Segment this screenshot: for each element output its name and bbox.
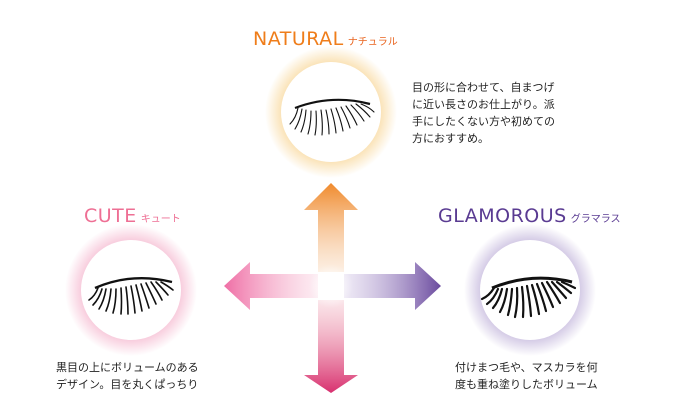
cute-eye-icon	[88, 275, 174, 315]
natural-eye-circle	[281, 62, 381, 162]
glamorous-subtitle: グラマラス	[570, 214, 621, 225]
glamorous-eye-circle	[480, 240, 580, 340]
natural-eye-icon	[289, 95, 375, 136]
cute-description: 黒目の上にボリュームのある デザイン。目を丸くぱっちり	[56, 361, 199, 391]
arrow-up	[304, 183, 358, 272]
glamorous-eye-icon	[480, 275, 577, 319]
four-way-arrow	[224, 183, 441, 393]
cute-title: CUTE	[84, 205, 137, 227]
glamorous-description: 付けまつ毛や、マスカラを何 度も重ね塗りしたボリューム	[455, 361, 598, 391]
natural-description: 目の形に合わせて、自まつげ に近い長さのお仕上がり。派 手にしたくない方や初めて…	[412, 81, 555, 145]
arrow-left	[224, 262, 318, 310]
cute-subtitle: キュート	[140, 214, 181, 225]
natural-subtitle: ナチュラル	[347, 37, 398, 48]
arrow-down	[304, 300, 358, 393]
natural-title: NATURAL	[253, 28, 344, 50]
arrow-right	[344, 262, 441, 310]
glamorous-title: GLAMOROUS	[438, 205, 567, 227]
